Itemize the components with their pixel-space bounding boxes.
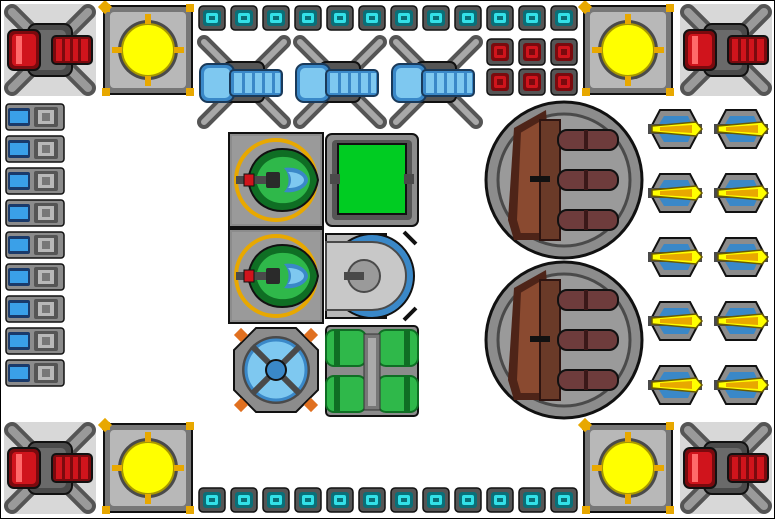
cyan-light-tile-icon [518, 487, 546, 513]
cyan-light-tile-icon [390, 487, 418, 513]
blue-battery-cell-icon [5, 263, 65, 291]
blue-battery-cell-icon [5, 135, 65, 163]
triple-barrel-heavy-turret-icon [484, 260, 644, 420]
yellow-missile-pod-icon [647, 301, 703, 341]
cyan-light-tile-icon [390, 5, 418, 31]
cyan-light-tile-icon [454, 5, 482, 31]
cyan-light-tile-icon [358, 5, 386, 31]
yellow-missile-pod-icon [713, 365, 769, 405]
cyan-light-tile-icon [230, 5, 258, 31]
cyan-light-tile-icon [262, 5, 290, 31]
dome-radar-module-icon [325, 230, 418, 322]
green-fighter-hull-icon [227, 131, 325, 229]
cyan-light-tile-icon [518, 5, 546, 31]
cyan-light-tile-icon [326, 5, 354, 31]
green-fuel-tank-icon [325, 325, 419, 417]
red-cannon-turret-icon [680, 422, 772, 514]
blue-gatling-turret-icon [392, 42, 476, 122]
cyan-light-tile-icon [454, 487, 482, 513]
blue-battery-cell-column [5, 103, 65, 387]
red-light-tile-icon [486, 38, 514, 66]
cyan-light-tile-icon [230, 487, 258, 513]
red-cannon-turret-icon [4, 4, 96, 96]
yellow-missile-pod-icon [713, 109, 769, 149]
green-screen-monitor-icon [325, 133, 419, 227]
cyan-light-tile-icon [422, 5, 450, 31]
yellow-missile-pod-icon [713, 301, 769, 341]
red-light-tile-icon [550, 68, 578, 96]
red-light-tile-icon [550, 38, 578, 66]
octagon-fan-vent-icon [233, 327, 319, 413]
yellow-dome-reactor-icon [576, 416, 675, 515]
cyan-light-tile-icon [358, 487, 386, 513]
yellow-missile-pod-icon [713, 173, 769, 213]
yellow-missile-pod-icon [647, 109, 703, 149]
blue-battery-cell-icon [5, 167, 65, 195]
blue-battery-cell-icon [5, 199, 65, 227]
cyan-light-tile-icon [486, 487, 514, 513]
yellow-dome-reactor-icon [576, 0, 675, 97]
cyan-light-tile-icon [198, 5, 226, 31]
red-light-tile-icon [486, 68, 514, 96]
cyan-light-tile-icon [294, 5, 322, 31]
cyan-light-tile-icon [550, 487, 578, 513]
yellow-missile-pod-icon [647, 173, 703, 213]
cyan-light-tile-icon [326, 487, 354, 513]
triple-barrel-heavy-turret-icon [484, 100, 644, 260]
blue-battery-cell-icon [5, 295, 65, 323]
cyan-light-tile-icon [422, 487, 450, 513]
cyan-light-tile-icon [262, 487, 290, 513]
yellow-missile-pod-grid [647, 109, 769, 405]
red-cannon-turret-icon [680, 4, 772, 96]
cyan-light-tile-row [198, 487, 578, 513]
yellow-missile-pod-icon [647, 237, 703, 277]
blue-gatling-turret-icon [200, 42, 284, 122]
green-fighter-hull-icon [227, 227, 325, 325]
red-light-tile-icon [518, 68, 546, 96]
red-cannon-turret-icon [4, 422, 96, 514]
blue-gatling-turret-icon [296, 42, 380, 122]
cyan-light-tile-row [198, 5, 578, 31]
cyan-light-tile-icon [486, 5, 514, 31]
red-light-tile-icon [518, 38, 546, 66]
cyan-light-tile-icon [550, 5, 578, 31]
yellow-missile-pod-icon [713, 237, 769, 277]
blue-battery-cell-icon [5, 231, 65, 259]
cyan-light-tile-icon [198, 487, 226, 513]
blue-battery-cell-icon [5, 359, 65, 387]
yellow-missile-pod-icon [647, 365, 703, 405]
yellow-dome-reactor-icon [96, 416, 195, 515]
blue-battery-cell-icon [5, 103, 65, 131]
yellow-dome-reactor-icon [96, 0, 195, 97]
blue-battery-cell-icon [5, 327, 65, 355]
cyan-light-tile-icon [294, 487, 322, 513]
